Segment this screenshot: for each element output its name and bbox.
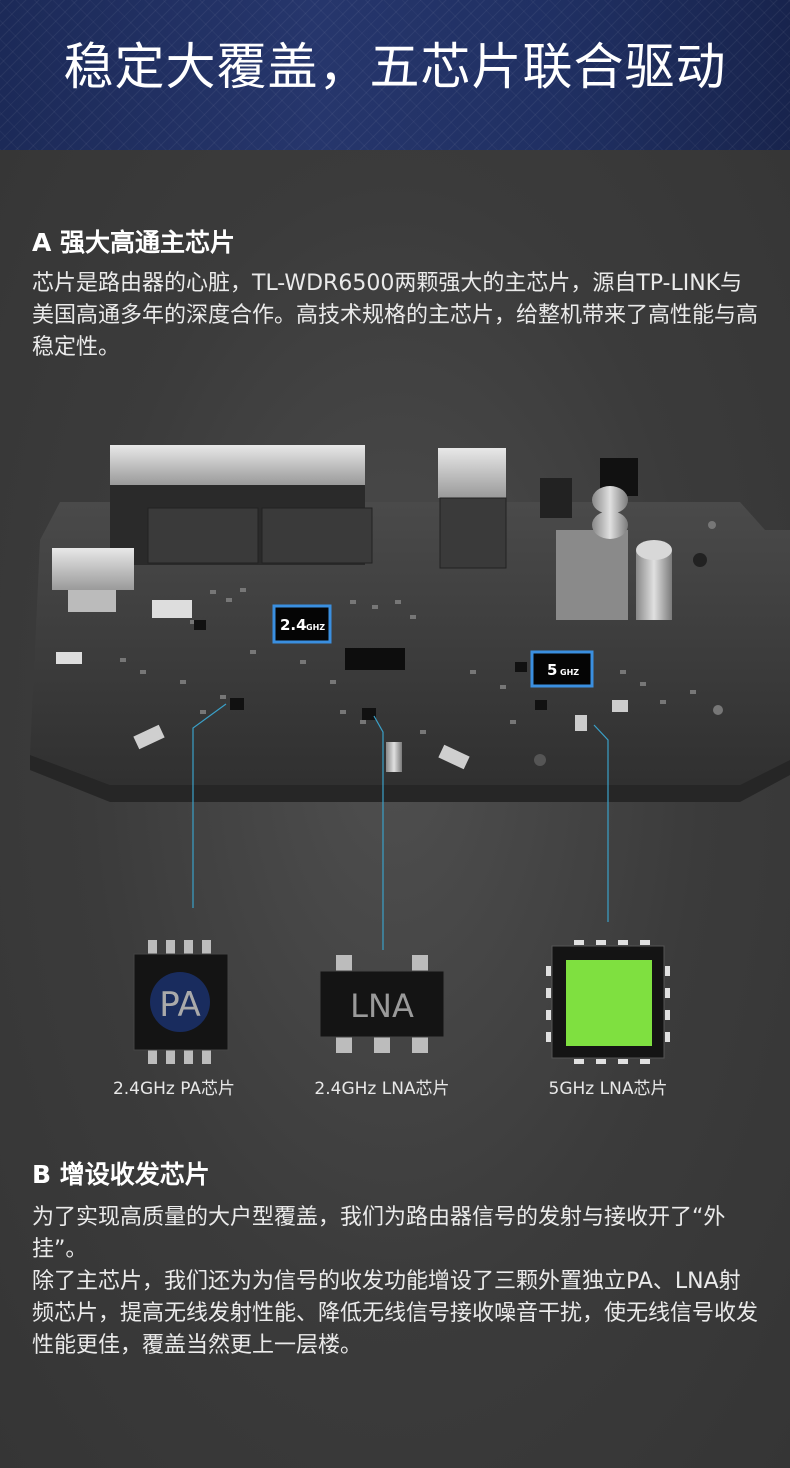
connector-line-lna-24 — [373, 715, 384, 950]
section-b-title: B 增设收发芯片 — [32, 1160, 210, 1189]
pa-chip-caption: 2.4GHz PA芯片 — [112, 1079, 236, 1099]
lna-24-chip-mark: LNA — [350, 987, 414, 1025]
section-b-paragraph-2: 除了主芯片，我们还为为信号的收发功能增设了三颗外置独立PA、LNA射频芯片，提高… — [32, 1269, 759, 1358]
section-b-paragraph-1: 为了实现高质量的大户型覆盖，我们为路由器信号的发射与接收开了“外挂”。 — [32, 1205, 726, 1262]
connector-line-pa — [192, 703, 227, 908]
lna-24-chip-caption: 2.4GHz LNA芯片 — [314, 1079, 450, 1099]
pa-chip-mark: PA — [159, 985, 201, 1025]
chip-5ghz-label: 5 — [547, 661, 557, 679]
chip-2-4ghz-unit: GHZ — [306, 623, 325, 632]
main-chip-5ghz: 5 GHZ — [530, 650, 594, 688]
section-b-body: 为了实现高质量的大户型覆盖，我们为路由器信号的发射与接收开了“外挂”。 除了主芯… — [32, 1202, 762, 1362]
lna-5-chip — [546, 940, 670, 1064]
lna-5-chip-caption: 5GHz LNA芯片 — [548, 1079, 668, 1099]
main-chip-2-4ghz: 2.4 GHZ — [272, 604, 332, 644]
section-a-paragraph: 芯片是路由器的心脏，TL-WDR6500两颗强大的主芯片，源自TP-LINK与美… — [32, 271, 759, 360]
pa-chip: PA — [133, 940, 229, 1064]
circuit-board-image: 2.4 GHZ 5 GHZ — [30, 445, 790, 802]
header-banner: 稳定大覆盖，五芯片联合驱动 — [0, 0, 790, 150]
chip-2-4ghz-label: 2.4 — [280, 616, 307, 634]
page-title: 稳定大覆盖，五芯片联合驱动 — [63, 38, 727, 96]
section-a-body: 芯片是路由器的心脏，TL-WDR6500两颗强大的主芯片，源自TP-LINK与美… — [32, 268, 762, 364]
connector-line-lna-5 — [593, 724, 609, 922]
connector-lines — [192, 703, 609, 950]
content-area — [0, 150, 790, 1468]
lna-24-chip: LNA — [319, 955, 445, 1053]
chip-5ghz-unit: GHZ — [560, 668, 579, 677]
section-a-title: A 强大高通主芯片 — [32, 228, 236, 257]
